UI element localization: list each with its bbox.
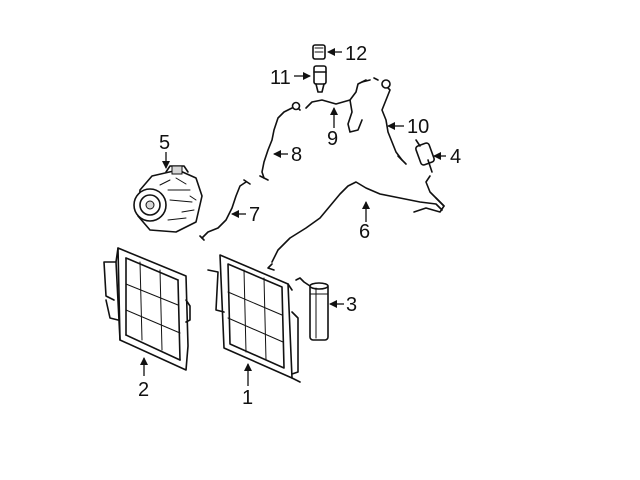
callout-10: 10 xyxy=(407,116,429,138)
part-1-condenser-frame[interactable] xyxy=(207,254,301,383)
callout-12: 12 xyxy=(345,43,367,65)
callout-8: 8 xyxy=(291,144,302,166)
part-9-pipe[interactable] xyxy=(305,77,379,133)
part-3-receiver-drier[interactable] xyxy=(295,277,329,341)
callout-5: 5 xyxy=(159,132,170,154)
part-7-hose[interactable] xyxy=(199,179,251,241)
part-4-valve[interactable] xyxy=(415,139,435,173)
callout-2: 2 xyxy=(138,379,149,401)
part-6-line[interactable] xyxy=(267,175,445,271)
part-5-compressor[interactable] xyxy=(133,165,203,233)
part-8-hose[interactable] xyxy=(259,101,301,181)
part-12-cap[interactable] xyxy=(312,44,326,60)
part-2-condenser-frame[interactable] xyxy=(103,247,191,371)
callout-11: 11 xyxy=(270,67,291,89)
callout-9: 9 xyxy=(327,128,338,150)
callout-3: 3 xyxy=(346,294,357,316)
part-10-hose[interactable] xyxy=(381,79,407,165)
callout-4: 4 xyxy=(450,146,461,168)
callout-7: 7 xyxy=(249,204,260,226)
leader-lines xyxy=(140,48,446,386)
callout-6: 6 xyxy=(359,221,370,243)
callout-1: 1 xyxy=(242,387,253,409)
part-11-pressure-sensor[interactable] xyxy=(313,65,327,93)
